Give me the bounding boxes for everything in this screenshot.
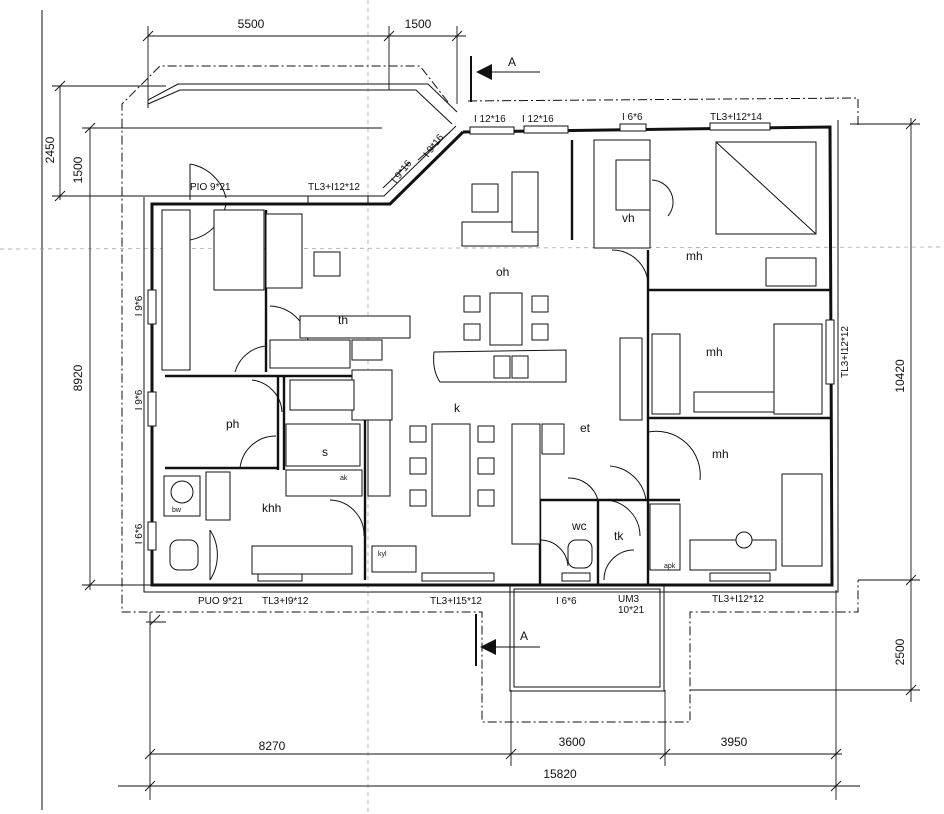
room-khh: khh	[262, 501, 281, 515]
dim-top-right: 1500	[405, 17, 432, 31]
label-bw: bw	[172, 507, 182, 514]
win-top-2-label: I 12*16	[522, 114, 554, 125]
room-oh: oh	[496, 265, 509, 279]
exterior-walls	[143, 83, 839, 593]
room-wc: wc	[571, 519, 587, 533]
room-vh: vh	[622, 211, 635, 225]
windows	[147, 122, 835, 582]
room-th: th	[338, 313, 348, 327]
room-et: et	[580, 421, 591, 435]
section-marker-top	[470, 56, 540, 102]
room-s: s	[322, 445, 328, 459]
dim-bottom-mid: 3600	[559, 735, 586, 749]
label-apk: apk	[664, 563, 676, 570]
dim-right-bottom: 2500	[893, 638, 907, 665]
terrace-inner	[513, 588, 661, 688]
win-left-3-label: I 6*6	[134, 523, 145, 544]
dim-left-top-inner: 1500	[71, 156, 85, 183]
dim-bottom-total: 15820	[543, 767, 577, 781]
room-mh-top: mh	[686, 249, 703, 263]
dim-left-main: 8920	[71, 364, 85, 391]
win-bay-label: TL3+I12*12	[308, 182, 360, 193]
room-mh-bottom: mh	[712, 447, 729, 461]
win-left-1-label: I 9*6	[134, 295, 145, 316]
room-ph: ph	[226, 417, 239, 431]
win-top-4-label: TL3+I12*14	[710, 112, 762, 123]
furniture	[161, 139, 823, 575]
door-puo-label: PUO 9*21	[198, 596, 243, 607]
section-marker-bottom-label: A	[520, 629, 528, 643]
win-left-2-label: I 9*6	[134, 389, 145, 410]
dim-bottom-right: 3950	[721, 735, 748, 749]
dim-top-left: 5500	[238, 17, 265, 31]
section-marker-top-label: A	[508, 55, 516, 69]
win-bottom-1-label: TL3+I9*12	[262, 596, 309, 607]
roof-outline	[121, 65, 859, 723]
win-top-1-label: I 12*16	[474, 114, 506, 125]
dim-left-top-outer: 2450	[43, 136, 57, 163]
dim-bottom-left: 8270	[259, 739, 286, 753]
win-diag-2-label: I 9*16	[422, 132, 447, 160]
win-bottom-3-label: I 6*6	[556, 596, 577, 607]
dim-right-main: 10420	[893, 359, 907, 393]
room-mh-middle: mh	[706, 345, 723, 359]
room-k: k	[454, 401, 461, 415]
section-marker-bottom	[475, 614, 540, 666]
win-bottom-4-label: TL3+I12*12	[712, 594, 764, 605]
terrace	[509, 584, 665, 692]
room-tk: tk	[614, 529, 624, 543]
label-kyl: kyl	[378, 551, 387, 558]
win-bottom-2-label: TL3+I15*12	[430, 596, 482, 607]
win-top-3-label: I 6*6	[622, 112, 643, 123]
grid-line-horizontal	[0, 246, 944, 250]
door-pio-label: PIO 9*21	[190, 182, 231, 193]
doors	[189, 163, 701, 581]
label-ak: ak	[340, 475, 348, 482]
door-um3-label: UM3	[618, 594, 640, 605]
door-um3-size-label: 10*21	[618, 605, 645, 616]
win-right-label: TL3+I12*12	[840, 326, 851, 378]
